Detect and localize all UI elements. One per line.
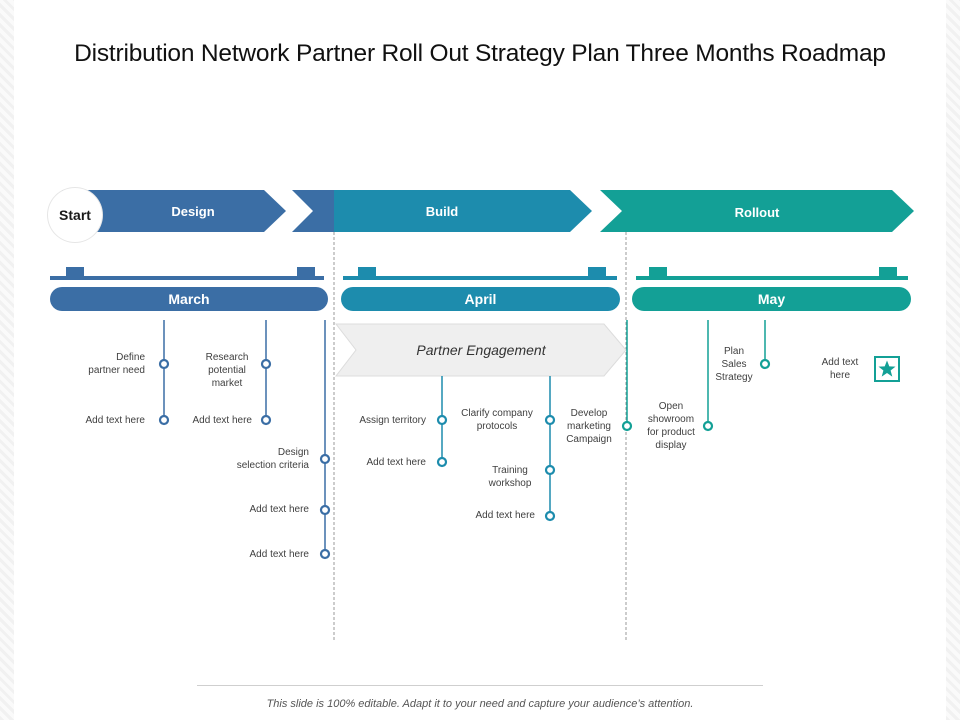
page-title: Distribution Network Partner Roll Out St… — [74, 40, 886, 67]
label-march-add1: Add text here — [85, 415, 145, 426]
march-bar — [50, 267, 324, 280]
phase-build-label: Build — [425, 204, 459, 219]
star-icon — [874, 356, 900, 382]
april-node-develop — [621, 420, 633, 432]
april-node-add1 — [436, 456, 448, 468]
right-edge-decoration — [946, 0, 960, 720]
april-node-assign — [436, 414, 448, 426]
design-arrow — [62, 190, 286, 232]
march-node-add1 — [158, 414, 170, 426]
label-april-add2: Add text here — [475, 510, 535, 521]
april-bar — [343, 267, 617, 280]
rollout-arrow — [626, 190, 914, 232]
label-define-partner-need: Define partner need — [88, 352, 145, 376]
phase-design-label: Design — [171, 204, 215, 219]
start-badge: Start — [48, 188, 102, 242]
label-may-add1: Add text here — [821, 357, 859, 381]
label-march-add3: Add text here — [249, 504, 309, 515]
march-node-add4 — [319, 548, 331, 560]
label-open-showroom: Open showroom for product display — [647, 401, 695, 451]
build-connector-chevron — [292, 190, 334, 232]
label-march-add4: Add text here — [249, 549, 309, 560]
rollout-connector-chevron — [600, 190, 626, 232]
month-march-pill: March — [50, 287, 328, 311]
partner-engagement-label: Partner Engagement — [416, 342, 546, 358]
phase-rollout-label: Rollout — [734, 205, 780, 220]
build-arrow — [334, 190, 592, 232]
footer-note: This slide is 100% editable. Adapt it to… — [266, 698, 694, 710]
label-plan-sales-strategy: Plan Sales Strategy — [715, 346, 753, 383]
march-node-design-sel — [319, 453, 331, 465]
label-training-workshop: Training workshop — [488, 465, 532, 489]
month-april-pill: April — [341, 287, 620, 311]
label-research-market: Research potential market — [205, 352, 249, 389]
label-develop-marketing: Develop marketing Campaign — [566, 408, 612, 445]
footer-divider — [197, 685, 763, 686]
label-march-add2: Add text here — [192, 415, 252, 426]
label-clarify-protocols: Clarify company protocols — [461, 408, 533, 432]
march-node-define — [158, 358, 170, 370]
month-may-pill: May — [632, 287, 911, 311]
partner-engagement-banner — [334, 323, 627, 377]
may-node-plan — [759, 358, 771, 370]
may-bar — [636, 267, 908, 280]
march-node-add3 — [319, 504, 331, 516]
left-edge-decoration — [0, 0, 14, 720]
label-april-add1: Add text here — [366, 457, 426, 468]
label-design-selection-criteria: Design selection criteria — [236, 447, 309, 471]
may-node-showroom — [702, 420, 714, 432]
label-assign-territory: Assign territory — [359, 415, 426, 426]
april-node-training — [544, 464, 556, 476]
april-node-clarify — [544, 414, 556, 426]
march-node-research — [260, 358, 272, 370]
april-node-add2 — [544, 510, 556, 522]
march-node-add2 — [260, 414, 272, 426]
